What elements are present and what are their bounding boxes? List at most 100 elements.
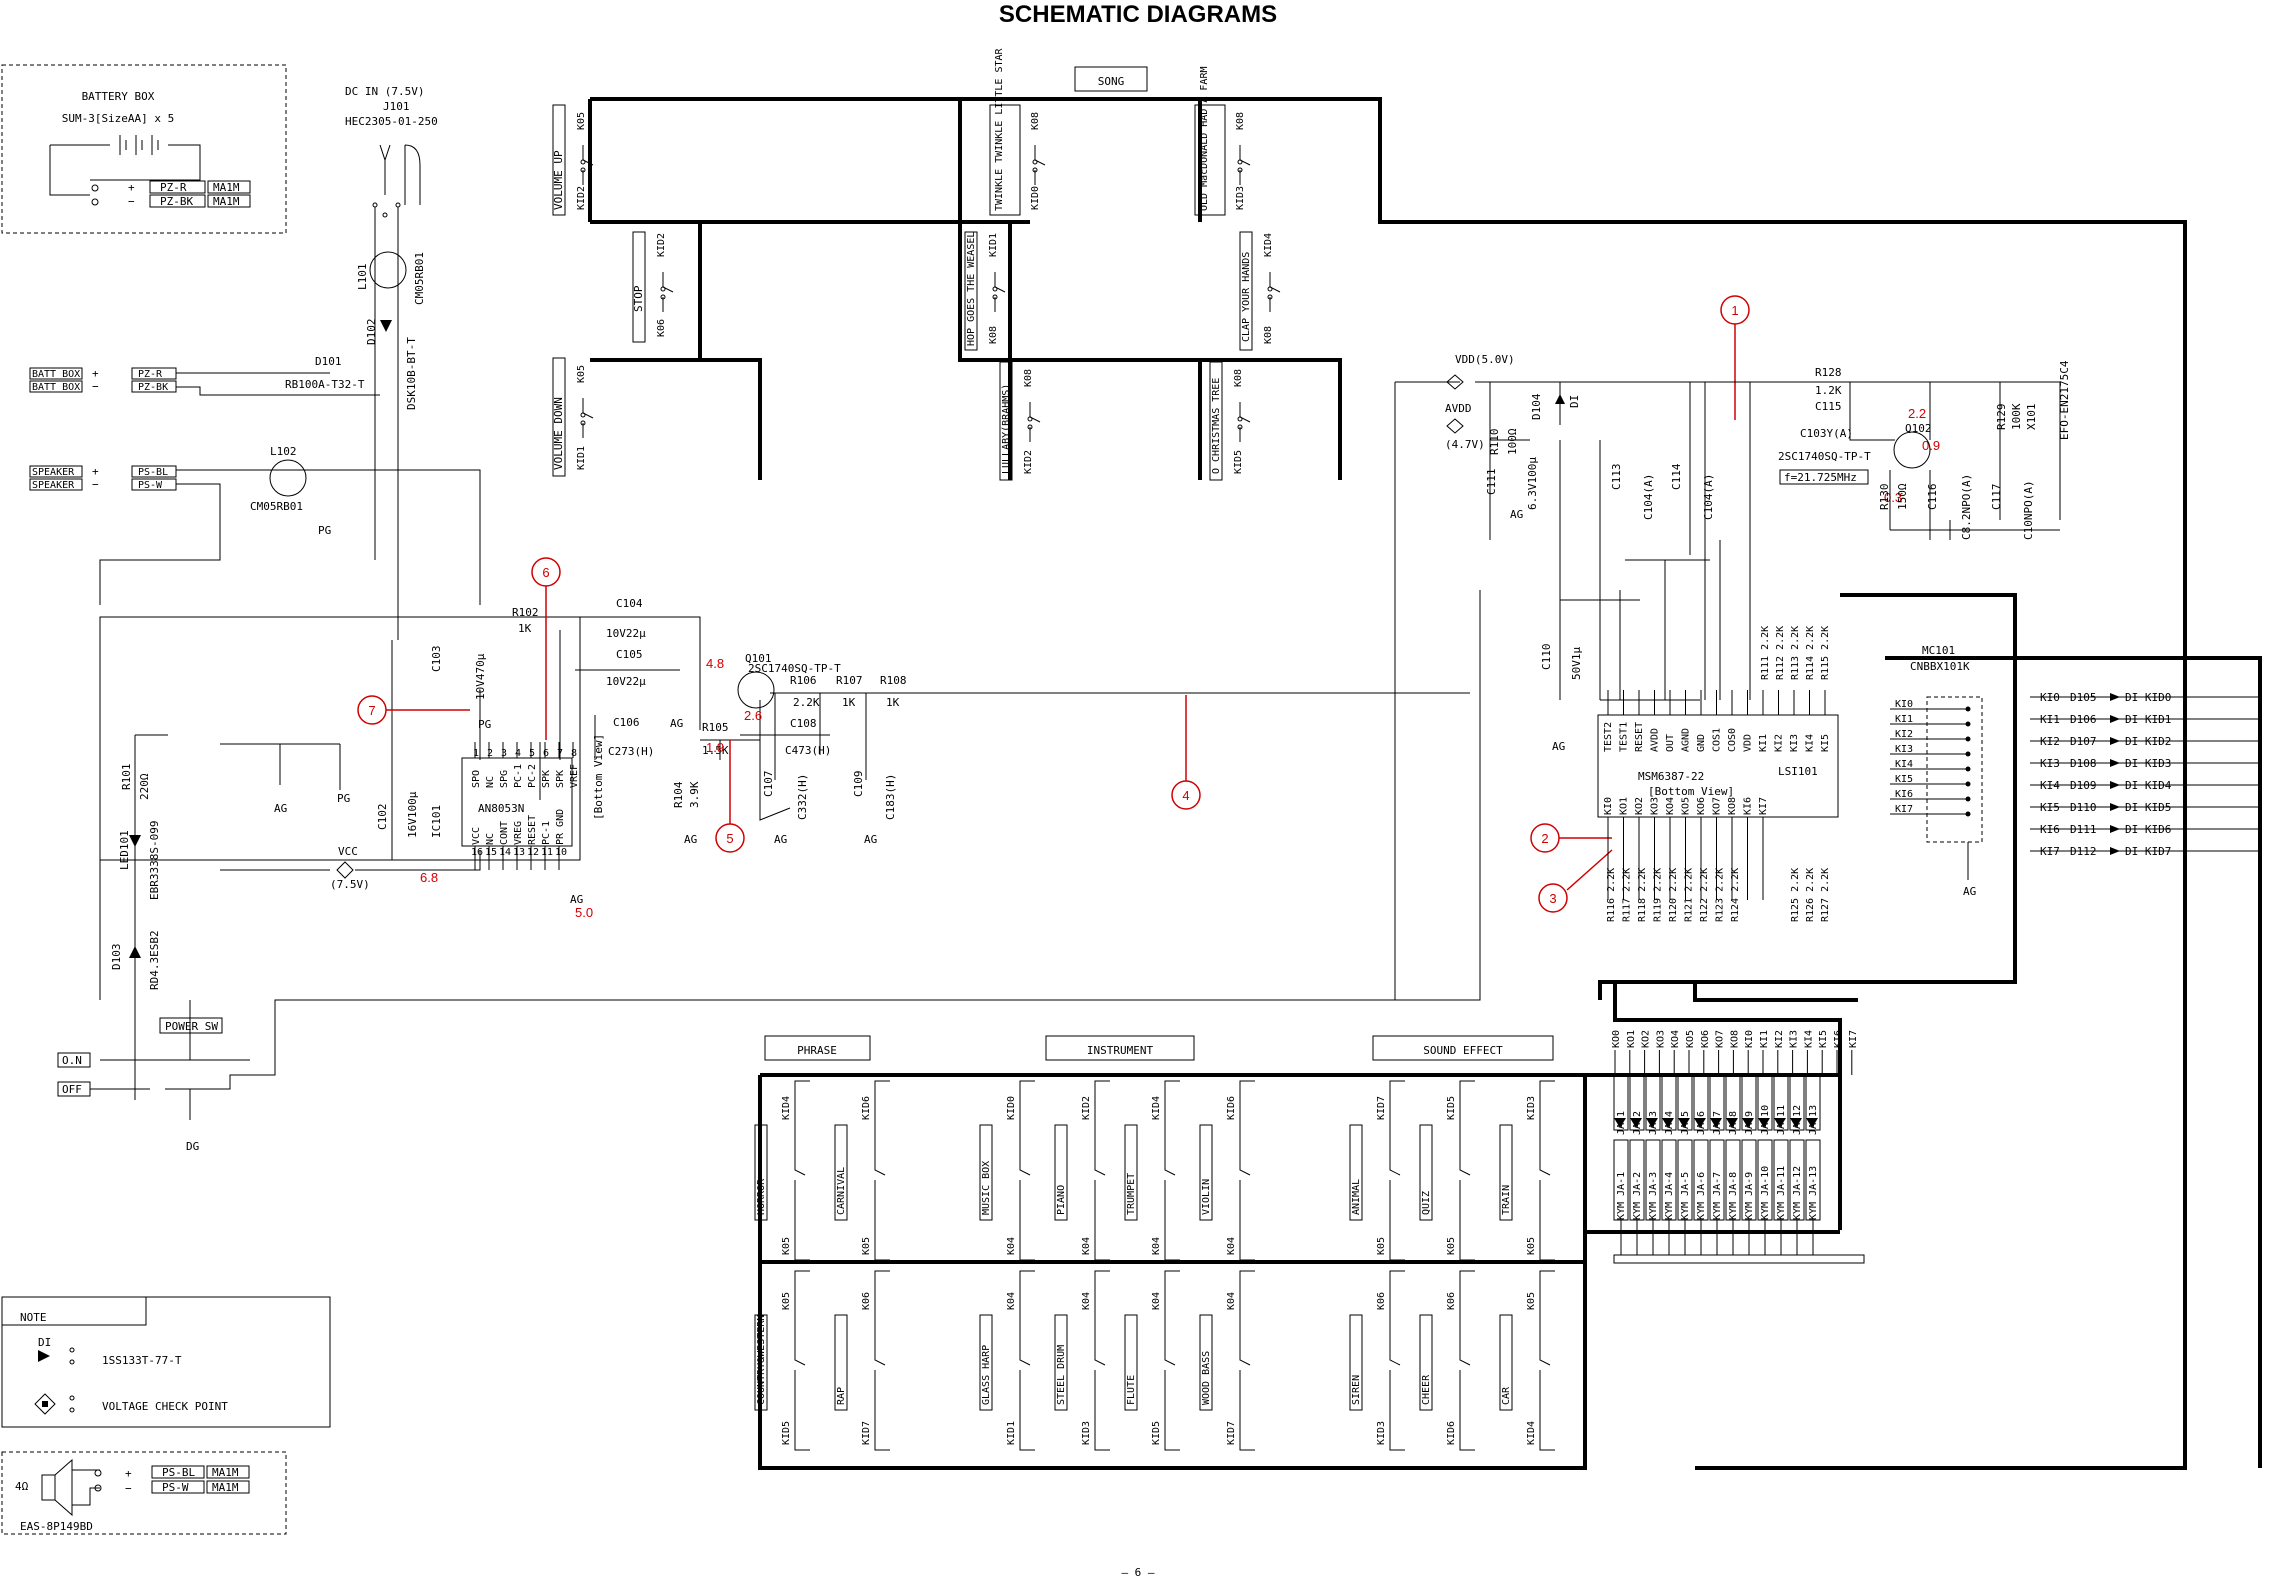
switch-bottom-pin: K08 [988,326,999,344]
r107-val: 1K [842,696,856,709]
song-switch-hop-goes-the-weasel[interactable]: HOP GOES THE WEASEL KID1 K08 [964,231,1006,351]
lsi-pin-top-14: KI4 [1805,734,1816,752]
dc-in-jack: DC IN (7.5V) J101 HEC2305-01-250 L101 CM… [345,85,438,640]
lsi-res-top-1: R111 2.2K [1760,626,1771,680]
mc101-pin-2: KI2 [1895,729,1913,740]
song-switch-o-christmas-tree[interactable]: O CHRISTMAS TREE K08 KID5 [1209,361,1251,481]
lsi101-ref: LSI101 [1778,765,1818,778]
callout-2: 2 [1530,823,1612,853]
kyn-pin-6: KYM JA-6 [1696,1172,1707,1220]
song-switch-clap-your-hands[interactable]: CLAP YOUR HANDS KID4 K08 [1239,231,1281,351]
ag-label-2: AG [670,717,683,730]
battery-pos: + [128,181,135,194]
switch-top-pin: KID5 [1446,1096,1457,1120]
bus-label-16: KI7 [1848,1030,1859,1048]
amp-pin-top-6: SPK [541,770,552,788]
switch-top-pin: K04 [1151,1292,1162,1310]
ic101-view: [Bottom View] [592,734,605,820]
switch-top-pin: K06 [1446,1292,1457,1310]
c103-ref: C103 [430,646,443,673]
song-switch-stop[interactable]: STOP KID2 K06 [632,231,674,343]
r101-val: 220Ω [138,773,151,800]
lsi-pin-bot-4: KO3 [1650,797,1661,815]
lsi-pin-bot-11: KI7 [1758,797,1769,815]
r106-ref: R106 [790,674,817,687]
batt-connector: BATT BOX BATT BOX + − PZ-R PZ-BK D101 RB… [29,355,380,396]
x101-val: EFO-EN2175C4 [2058,360,2071,440]
instrument-section: INSTRUMENT [1045,1035,1195,1061]
lsi101-view: [Bottom View] [1648,785,1734,798]
battery-neg: − [128,195,135,208]
switch-top-pin: K06 [1376,1292,1387,1310]
switch-top-pin: KID2 [1081,1096,1092,1120]
c109-ref: C109 [852,771,865,798]
c105-val: 10V22µ [606,675,646,688]
voltage-0-3: 0.3 [1884,490,1902,505]
batt-label-1: BATT BOX [32,369,80,380]
voltage-5-0: 5.0 [575,905,593,920]
switch-label: VOLUME DOWN [552,397,565,470]
c115-ref: C115 [1815,400,1842,413]
speaker-connector: SPEAKER SPEAKER + − PS-BL PS-W L102 CM05… [29,445,481,605]
speaker-neg-wire: PS-W [162,1481,189,1494]
amp-pin-top-num-1: 1 [473,748,479,759]
amp-pin-top-8: VREF [569,764,580,788]
switch-bottom-pin: K05 [781,1237,792,1255]
lsi-res-bot-1: R116 2.2K [1606,868,1617,922]
kyn-pin-5: KYM JA-5 [1680,1172,1691,1220]
pg-label-2: PG [337,792,350,805]
kyn-pin-9: KYM JA-9 [1744,1172,1755,1220]
battery-neg-wire: PZ-BK [160,195,193,208]
amp-pin-bot-2: NC [485,833,496,845]
switch-top-pin: K05 [576,365,587,383]
song-switch-old-macdonald[interactable]: OLD MacDONALD HAD A FARM K08 KID3 [1194,67,1251,216]
switch-label: OLD MacDONALD HAD A FARM [1199,67,1210,212]
dc-in-part: HEC2305-01-250 [345,115,438,128]
song-switch-lullaby[interactable]: LULLABY(BRAHMS) K08 KID2 [999,361,1041,481]
song-switch-twinkle[interactable]: TWINKLE TWINKLE LITTLE STAR K08 KID0 [989,47,1046,216]
ag-label-amp-2: AG [570,893,583,906]
r130-val: 150Ω [1896,483,1909,510]
l101-ref: L101 [356,264,369,291]
bus-label-0: KO0 [1611,1030,1622,1048]
song-switch-volume-up[interactable]: VOLUME UP K05 KID2 [552,104,594,216]
c111-val: 6.3V100µ [1526,457,1539,510]
c106-val: C273(H) [608,745,654,758]
switch-label: CHEER [1421,1374,1432,1405]
batt-sign-2: − [92,380,99,393]
switch-top-pin: KID4 [781,1096,792,1120]
led101-val: EBR3338S-099 [148,821,161,900]
d104-ref: D104 [1530,393,1543,420]
r105-val: 1.5K [702,744,729,757]
batt-label-2: BATT BOX [32,382,80,393]
speaker-conn-2: MA1M [212,1481,239,1494]
amp-pin-top-5: PC-2 [527,764,538,788]
avdd-voltage: (4.7V) [1445,438,1485,451]
switch-bottom-pin: KID3 [1081,1421,1092,1445]
song-switch-volume-down[interactable]: VOLUME DOWN K05 KID1 [552,357,594,477]
amp-pin-bot-1: VCC [471,827,482,845]
dg-label: DG [186,1140,199,1153]
q101-val: 2SC1740SQ-TP-T [748,662,841,675]
bus-label-9: KI0 [1744,1030,1755,1048]
d102-part: DSK10B-BT-T [405,337,418,410]
